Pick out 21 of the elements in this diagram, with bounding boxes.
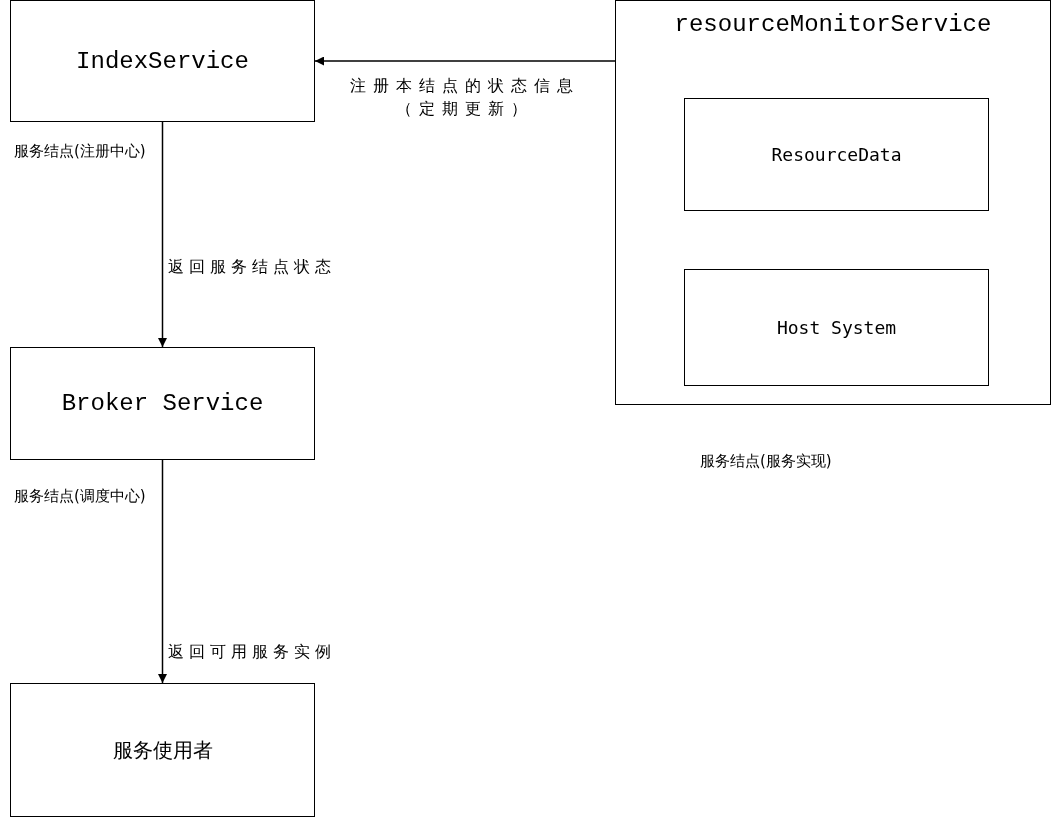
process-box bbox=[684, 269, 989, 386]
process-box bbox=[10, 683, 315, 817]
node-caption: 服务结点(服务实现) bbox=[700, 452, 833, 471]
process-box bbox=[10, 347, 315, 460]
box-title: Host System bbox=[776, 317, 897, 338]
edge-label: 返回可用服务实例 bbox=[168, 641, 337, 663]
box-title: ResourceData bbox=[771, 144, 902, 165]
node-caption: 服务结点(注册中心) bbox=[14, 142, 147, 161]
process-box bbox=[10, 0, 315, 122]
edge-label: 注册本结点的状态信息（定期更新） bbox=[349, 75, 581, 121]
process-box bbox=[615, 0, 1051, 405]
arrow bbox=[158, 121, 167, 348]
node-caption: 服务结点(调度中心) bbox=[14, 487, 147, 506]
arrow bbox=[158, 459, 167, 684]
arrow bbox=[314, 56, 616, 66]
box-title: 服务使用者 bbox=[112, 736, 213, 764]
box-title: IndexService bbox=[76, 47, 249, 75]
edge-label: 返回服务结点状态 bbox=[168, 256, 337, 278]
box-title: Broker Service bbox=[61, 390, 264, 417]
box-title: resourceMonitorService bbox=[674, 11, 992, 38]
process-box bbox=[684, 98, 989, 211]
